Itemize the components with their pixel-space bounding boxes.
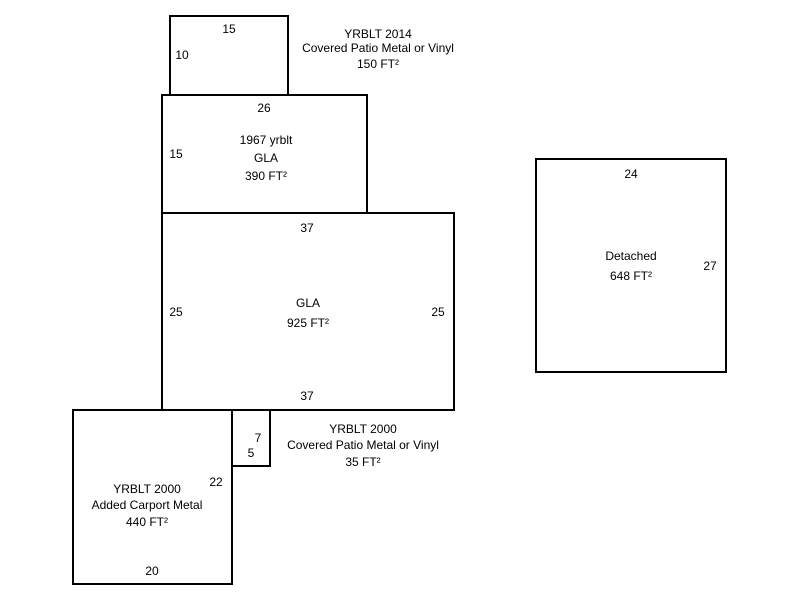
dimension-label: 15 [222,22,236,36]
dimension-label: 37 [300,389,314,403]
area-size-label: 390 FT² [244,169,288,183]
year-built-label: YRBLT 2000 [113,482,181,496]
area-type-label: Covered Patio Metal or Vinyl [302,41,454,55]
gla-main-area[interactable] [161,212,455,411]
dimension-label: 25 [169,305,183,319]
area-size-label: 35 FT² [345,455,381,469]
dimension-label: 27 [703,259,717,273]
area-type-label: Added Carport Metal [91,498,203,512]
area-size-label: 648 FT² [609,269,652,283]
area-type-label: Detached [605,249,657,263]
dimension-label: 24 [624,167,638,181]
dimension-label: 15 [169,147,183,161]
area-size-label: 925 FT² [286,316,330,330]
area-caption: Detached 648 FT² [605,245,656,285]
area-type-label: Covered Patio Metal or Vinyl [287,438,439,452]
year-built-label: 1967 yrblt [239,133,293,147]
area-size-label: 150 FT² [356,57,400,71]
dimension-label: 37 [300,221,314,235]
area-caption: GLA 925 FT² [287,292,329,332]
area-type-label: GLA [295,296,321,310]
area-caption: YRBLT 2000 Covered Patio Metal or Vinyl … [287,421,439,471]
area-caption: YRBLT 2000 Added Carport Metal 440 FT² [92,481,203,531]
area-type-label: GLA [253,151,279,165]
dimension-label: 26 [257,101,271,115]
area-size-label: 440 FT² [125,515,169,529]
dimension-label: 5 [247,446,255,460]
dimension-label: 20 [145,564,159,578]
area-caption: YRBLT 2014 Covered Patio Metal or Vinyl … [302,27,454,73]
carport-area[interactable] [72,409,233,585]
dimension-label: 10 [175,48,189,62]
dimension-label: 22 [209,475,223,489]
year-built-label: YRBLT 2000 [329,422,397,436]
area-caption: 1967 yrblt GLA 390 FT² [240,131,293,185]
year-built-label: YRBLT 2014 [344,27,412,41]
dimension-label: 7 [254,431,262,445]
dimension-label: 25 [431,305,445,319]
detached-area[interactable] [535,158,727,373]
